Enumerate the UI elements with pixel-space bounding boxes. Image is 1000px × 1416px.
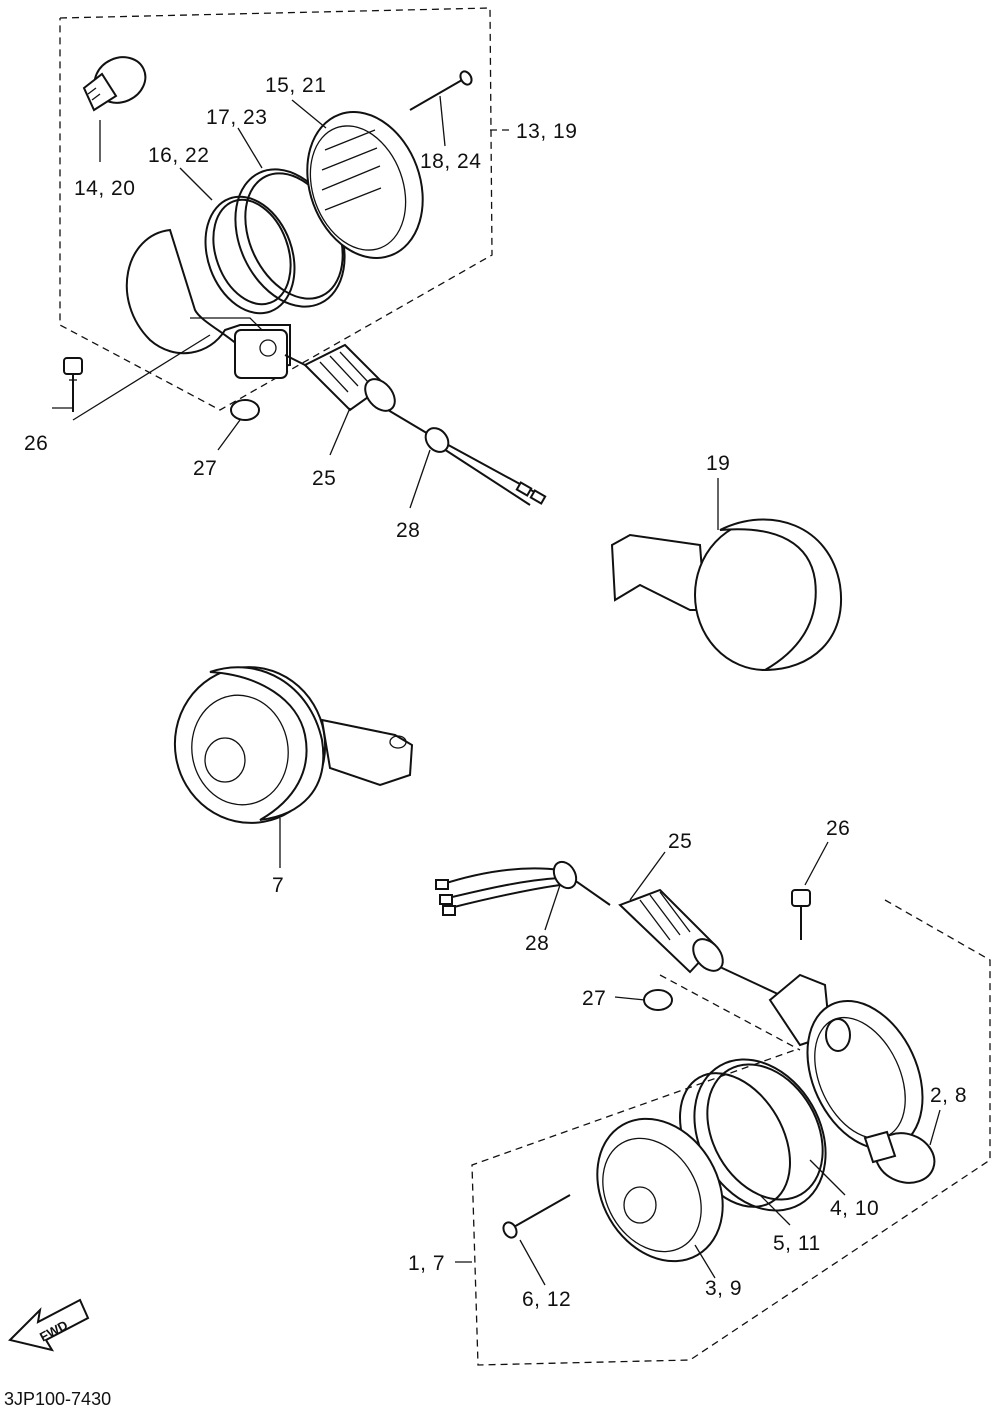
- screw-top: [409, 70, 473, 111]
- callout-14-20: 14, 20: [74, 177, 135, 200]
- bolt-top: [63, 357, 83, 412]
- callout-28-top: 28: [396, 519, 420, 542]
- socket-top: [284, 343, 396, 412]
- bulb-top: [82, 56, 147, 112]
- callout-25-top: 25: [312, 467, 336, 490]
- bottom-group-boundary: [471, 899, 991, 1366]
- assembled-unit-7: 7: [173, 666, 414, 897]
- screw-bottom: [502, 1194, 571, 1239]
- callout-18-24: 18, 24: [420, 150, 481, 173]
- nut-bottom: [643, 989, 673, 1011]
- wire-top: [387, 409, 547, 506]
- bottom-assembly: 25 26 28 27 2, 8 4, 10 5, 11 1, 7 6, 12 …: [408, 817, 991, 1366]
- nut-top: [230, 399, 260, 421]
- callout-17-23: 17, 23: [206, 106, 267, 129]
- lens-top: [306, 111, 424, 259]
- callout-28-bottom: 28: [525, 932, 549, 955]
- top-group-boundary: [59, 7, 493, 411]
- callout-3-9: 3, 9: [705, 1277, 742, 1300]
- callout-27-bottom: 27: [582, 987, 606, 1010]
- assembled-unit-19: 19: [610, 452, 843, 672]
- callout-19: 19: [706, 452, 730, 475]
- callout-26-bottom: 26: [826, 817, 850, 840]
- bolt-bottom: [791, 889, 811, 940]
- callout-1-7: 1, 7: [408, 1252, 445, 1275]
- wire-harness-bottom: [435, 860, 781, 996]
- fwd-arrow: FWD: [8, 1298, 90, 1352]
- lens-bottom: [596, 1117, 724, 1263]
- bulb-bottom: [863, 1130, 936, 1184]
- callout-25-bottom: 25: [668, 830, 692, 853]
- callout-6-12: 6, 12: [522, 1288, 571, 1311]
- callout-26-top: 26: [24, 432, 48, 455]
- top-assembly: 15, 21 17, 23 16, 22 14, 20 13, 19 18, 2…: [24, 7, 577, 542]
- callout-13-19: 13, 19: [516, 120, 577, 143]
- callout-7: 7: [272, 874, 284, 897]
- seal-ring-top-inner: [204, 195, 296, 315]
- socket-bottom: [618, 888, 724, 974]
- callout-2-8: 2, 8: [930, 1084, 967, 1107]
- callout-4-10: 4, 10: [830, 1197, 879, 1220]
- housing-bottom: [768, 973, 924, 1151]
- housing-top: [125, 228, 291, 379]
- callout-5-11: 5, 11: [773, 1232, 821, 1255]
- callout-15-21: 15, 21: [265, 74, 326, 97]
- diagram-code: 3JP100-7430: [4, 1389, 111, 1409]
- callout-27-top: 27: [193, 457, 217, 480]
- callout-16-22: 16, 22: [148, 144, 209, 167]
